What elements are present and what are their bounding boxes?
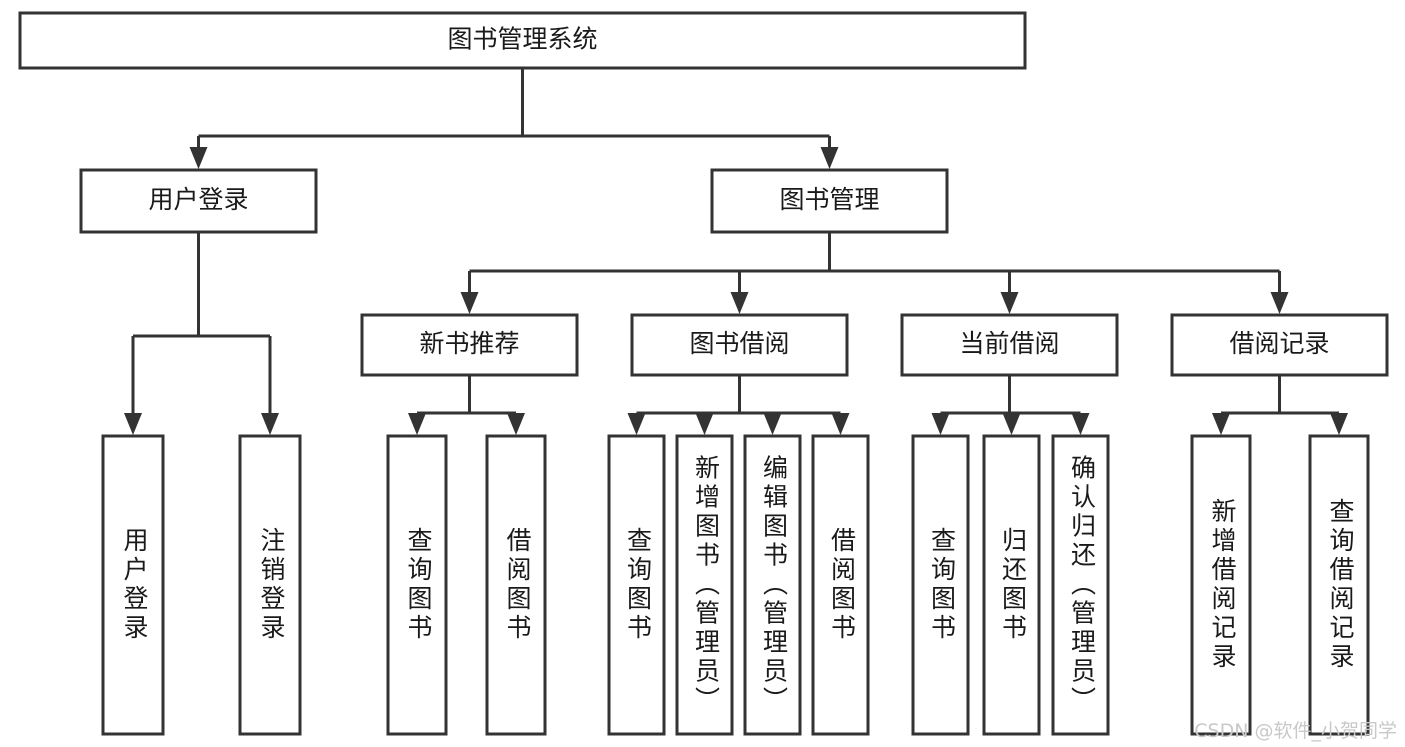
node-label: 新书推荐 — [419, 329, 519, 358]
node-leaf-bb-add[interactable]: 新增图书（管理员） — [675, 434, 734, 736]
node-label: 图书借阅 — [689, 329, 789, 358]
node-label: 用户登录 — [148, 185, 248, 214]
node-label: 图书管理系统 — [447, 25, 597, 54]
node-box[interactable] — [360, 313, 579, 377]
node-label: 查询图书 — [928, 527, 957, 643]
node-box[interactable] — [1308, 434, 1370, 736]
node-box[interactable] — [485, 434, 547, 736]
node-box[interactable] — [982, 434, 1041, 736]
arrow-head-icon — [189, 147, 208, 169]
arrow-head-icon — [831, 413, 850, 435]
node-root-system[interactable]: 图书管理系统 — [18, 11, 1027, 70]
arrow-head-icon — [1000, 292, 1019, 314]
node-label: 新增借阅记录 — [1208, 498, 1237, 672]
node-book-borrow[interactable]: 图书借阅 — [630, 313, 849, 377]
arrow-head-icon — [1330, 413, 1348, 435]
node-leaf-rec-borrow[interactable]: 借阅图书 — [485, 434, 547, 736]
node-label: 查询图书 — [624, 527, 653, 643]
edge-layer — [124, 68, 1348, 435]
node-box[interactable] — [18, 11, 1027, 70]
node-new-book-rec[interactable]: 新书推荐 — [360, 313, 579, 377]
arrow-head-icon — [1270, 292, 1289, 314]
node-box[interactable] — [911, 434, 970, 736]
node-box[interactable] — [79, 168, 318, 234]
node-leaf-rec-query[interactable]: 查询图书 — [386, 434, 448, 736]
arrow-head-icon — [261, 413, 279, 435]
node-label: 当前借阅 — [959, 329, 1059, 358]
node-box[interactable] — [811, 434, 870, 736]
arrow-head-icon — [1212, 413, 1230, 435]
watermark-text: CSDN @软件_小贺同学 — [1194, 720, 1397, 742]
node-leaf-cb-return[interactable]: 归还图书 — [982, 434, 1041, 736]
arrow-head-icon — [730, 292, 749, 314]
node-box[interactable] — [675, 434, 734, 736]
node-user-login[interactable]: 用户登录 — [79, 168, 318, 234]
node-leaf-cb-confirm[interactable]: 确认归还（管理员） — [1051, 434, 1110, 736]
node-label: 归还图书 — [999, 527, 1028, 643]
arrow-head-icon — [931, 413, 950, 435]
node-box[interactable] — [1170, 313, 1389, 377]
node-label: 借阅图书 — [503, 527, 532, 643]
node-leaf-logout[interactable]: 注销登录 — [238, 434, 302, 736]
node-leaf-cb-query[interactable]: 查询图书 — [911, 434, 970, 736]
node-label: 借阅图书 — [828, 527, 857, 643]
node-label: 借阅记录 — [1229, 329, 1329, 358]
node-box[interactable] — [1051, 434, 1110, 736]
arrow-head-icon — [627, 413, 646, 435]
node-label: 查询借阅记录 — [1326, 498, 1355, 672]
node-layer: 图书管理系统用户登录图书管理新书推荐图书借阅当前借阅借阅记录用户登录注销登录查询… — [18, 11, 1389, 736]
node-leaf-bb-edit[interactable]: 编辑图书（管理员） — [743, 434, 802, 736]
node-label: 图书管理 — [779, 185, 879, 214]
node-current-borrow[interactable]: 当前借阅 — [900, 313, 1119, 377]
arrow-head-icon — [408, 413, 426, 435]
node-label: 编辑图书（管理员） — [760, 455, 789, 716]
node-book-manage[interactable]: 图书管理 — [710, 168, 949, 234]
node-leaf-bb-query[interactable]: 查询图书 — [607, 434, 666, 736]
arrow-head-icon — [763, 413, 782, 435]
node-box[interactable] — [1190, 434, 1252, 736]
node-label: 查询图书 — [404, 527, 433, 643]
node-leaf-br-query[interactable]: 查询借阅记录 — [1308, 434, 1370, 736]
node-label: 确认归还（管理员） — [1068, 455, 1097, 716]
node-box[interactable] — [630, 313, 849, 377]
node-label: 用户登录 — [120, 527, 149, 643]
node-box[interactable] — [743, 434, 802, 736]
node-leaf-user-login[interactable]: 用户登录 — [101, 434, 165, 736]
arrow-head-icon — [695, 413, 714, 435]
node-label: 注销登录 — [257, 527, 286, 643]
arrow-head-icon — [1002, 413, 1021, 435]
node-borrow-record[interactable]: 借阅记录 — [1170, 313, 1389, 377]
node-box[interactable] — [710, 168, 949, 234]
arrow-head-icon — [124, 413, 142, 435]
node-box[interactable] — [900, 313, 1119, 377]
node-leaf-bb-borrow[interactable]: 借阅图书 — [811, 434, 870, 736]
arrow-head-icon — [820, 147, 839, 169]
arrow-head-icon — [460, 292, 479, 314]
node-leaf-br-add[interactable]: 新增借阅记录 — [1190, 434, 1252, 736]
arrow-head-icon — [507, 413, 525, 435]
node-box[interactable] — [386, 434, 448, 736]
node-box[interactable] — [607, 434, 666, 736]
node-box[interactable] — [101, 434, 165, 736]
node-label: 新增图书（管理员） — [692, 455, 721, 716]
arrow-head-icon — [1071, 413, 1090, 435]
node-box[interactable] — [238, 434, 302, 736]
